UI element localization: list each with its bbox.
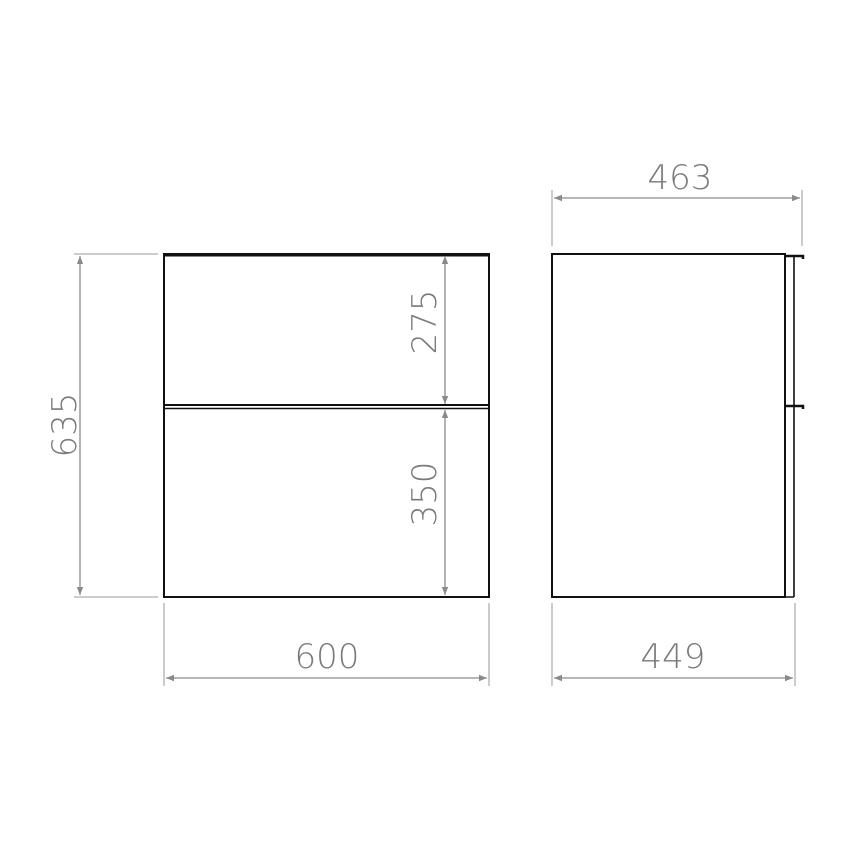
bottom-drawer-dimension-label: 350 [405, 462, 445, 527]
width-dimension-label: 600 [295, 637, 360, 677]
overall-depth-dimension: 463 [551, 158, 803, 246]
bottom-drawer-handle [785, 404, 805, 409]
bottom-drawer-dimension: 350 [405, 410, 449, 595]
overall-depth-dimension-label: 463 [648, 158, 713, 198]
carcass-depth-dimension: 449 [551, 603, 796, 686]
front-view: 635 275 350 600 [45, 253, 490, 686]
side-view: 463 449 [551, 158, 805, 686]
side-carcass-outline [551, 253, 786, 598]
width-dimension: 600 [163, 603, 490, 686]
top-drawer-dimension: 275 [405, 256, 449, 404]
top-drawer-dimension-label: 275 [405, 290, 445, 355]
height-dimension-label: 635 [45, 393, 85, 458]
top-drawer-handle [785, 254, 805, 259]
height-dimension: 635 [45, 253, 158, 598]
carcass-depth-dimension-label: 449 [641, 637, 706, 677]
